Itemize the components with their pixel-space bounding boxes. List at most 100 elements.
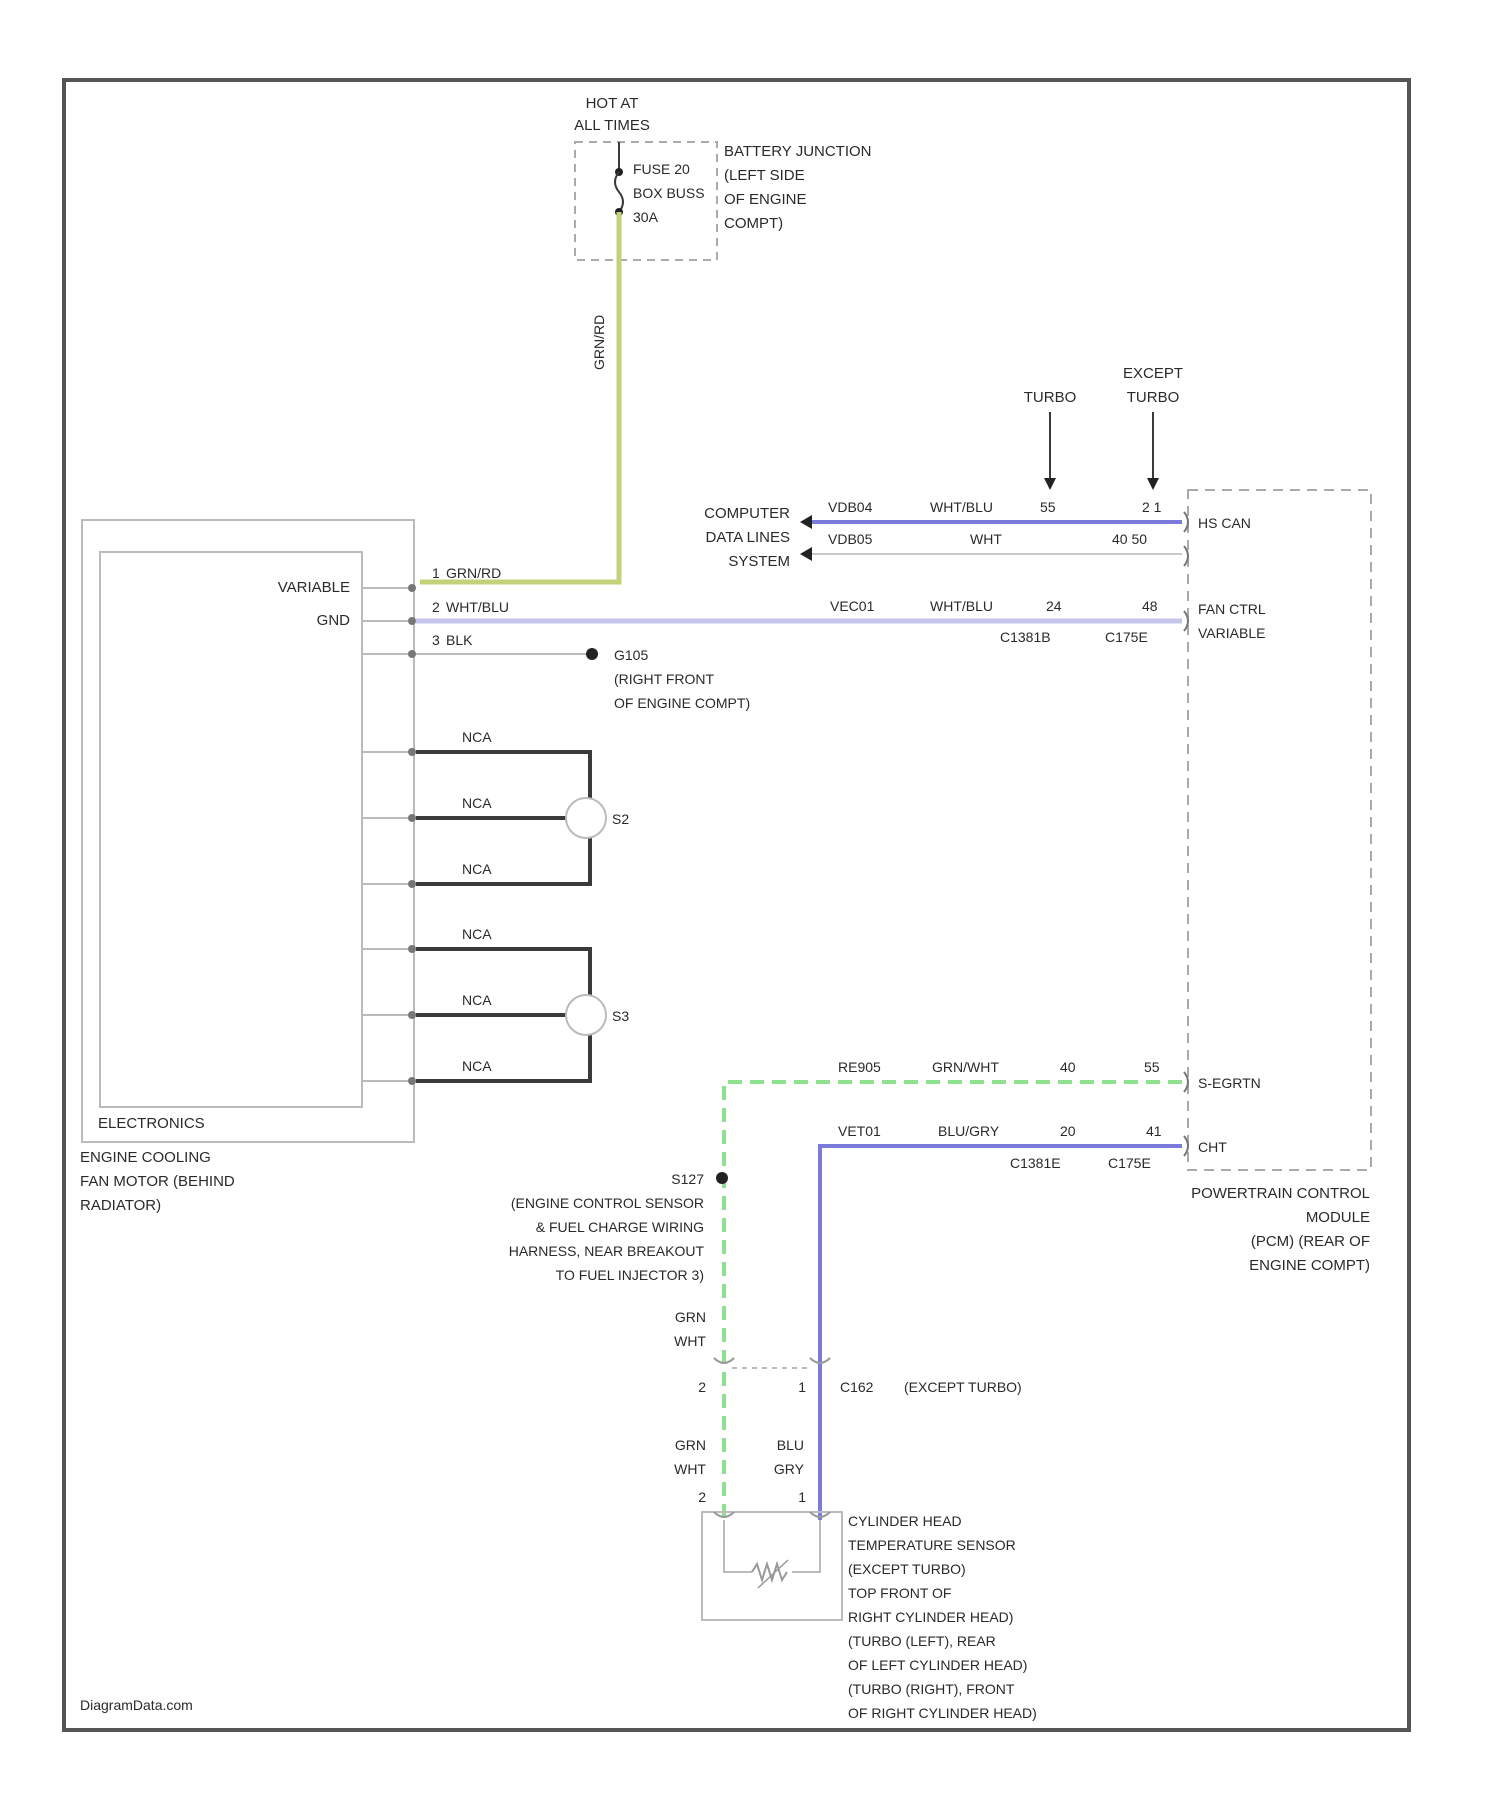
sig-rtn-circuit: RE905 xyxy=(838,1059,881,1075)
splice-s127-caption-1: (ENGINE CONTROL SENSOR xyxy=(511,1195,704,1211)
fan-ctrl-conn-a: C1381B xyxy=(1000,629,1051,645)
fuse-label-line3: 30A xyxy=(633,209,659,225)
sig-rtn-pin-b: 55 xyxy=(1144,1059,1160,1075)
ground-name: G105 xyxy=(614,647,648,663)
can-high-color: WHT/BLU xyxy=(930,499,993,515)
pcm-pin-fan-ctrl-1: FAN CTRL xyxy=(1198,601,1266,617)
fan-ctrl-conn-b: C175E xyxy=(1105,629,1148,645)
splice-s3-icon xyxy=(566,995,606,1035)
motor-pin2-number: 2 xyxy=(432,599,440,615)
nca-label-1: NCA xyxy=(462,729,492,745)
can-high-arrow-icon xyxy=(800,515,812,529)
hot-label-line1: HOT AT xyxy=(586,95,639,112)
nca-label-4: NCA xyxy=(462,926,492,942)
pcm-pin-sig-rtn: S-EGRTN xyxy=(1198,1075,1261,1091)
motor-pin3-number: 3 xyxy=(432,632,440,648)
motor-pin-nca-5 xyxy=(408,1011,416,1019)
nca-label-2: NCA xyxy=(462,795,492,811)
can-high-pin-except: 2 1 xyxy=(1142,499,1162,515)
ground-terminal-icon xyxy=(586,648,598,660)
sensor-caption-3: (EXCEPT TURBO) xyxy=(848,1561,966,1577)
cht-pin-b: 41 xyxy=(1146,1123,1162,1139)
fan-motor-electronics-box xyxy=(100,552,362,1107)
motor-pin-nca-4 xyxy=(408,945,416,953)
c162-note: (EXCEPT TURBO) xyxy=(904,1379,1022,1395)
motor-pin1-wire: GRN/RD xyxy=(446,565,501,581)
splice-s3-label: S3 xyxy=(612,1008,629,1024)
cht-pin-a: 20 xyxy=(1060,1123,1076,1139)
motor-pin-nca-2 xyxy=(408,814,416,822)
pcm-pin-hscan: HS CAN xyxy=(1198,515,1251,531)
sensor-pin-right: 1 xyxy=(798,1489,806,1505)
battery-junction-line1: BATTERY JUNCTION xyxy=(724,143,872,160)
fuse-label-line1: FUSE 20 xyxy=(633,161,690,177)
battery-junction-line2: (LEFT SIDE xyxy=(724,167,805,184)
turbo-arrow-icon xyxy=(1044,478,1056,490)
sensor-pin-left: 2 xyxy=(698,1489,706,1505)
can-low-color: WHT xyxy=(970,531,1002,547)
motor-pin2-wire: WHT/BLU xyxy=(446,599,509,615)
sensor-caption-8: (TURBO (RIGHT), FRONT xyxy=(848,1681,1015,1697)
c162-pin-left: 2 xyxy=(698,1379,706,1395)
fan-ctrl-pin-b: 48 xyxy=(1142,598,1158,614)
c162-pin-right: 1 xyxy=(798,1379,806,1395)
sensor-wire-right-2: GRY xyxy=(774,1461,805,1477)
feed-wire-color: GRN/RD xyxy=(591,315,607,370)
sig-rtn-pin-a: 40 xyxy=(1060,1059,1076,1075)
nca-label-6: NCA xyxy=(462,1058,492,1074)
motor-pin1-number: 1 xyxy=(432,565,440,581)
except-turbo-arrow-icon xyxy=(1147,478,1159,490)
electronics-label: ELECTRONICS xyxy=(98,1115,205,1132)
except-turbo-line2: TURBO xyxy=(1127,389,1180,406)
sensor-caption-7: OF LEFT CYLINDER HEAD) xyxy=(848,1657,1027,1673)
sensor-caption-2: TEMPERATURE SENSOR xyxy=(848,1537,1016,1553)
ground-location-2: OF ENGINE COMPT) xyxy=(614,695,750,711)
battery-junction-line4: COMPT) xyxy=(724,215,783,232)
pcm-caption-line3: (PCM) (REAR OF xyxy=(1251,1233,1370,1250)
pcm-caption-line4: ENGINE COMPT) xyxy=(1249,1257,1370,1274)
c162-label: C162 xyxy=(840,1379,874,1395)
cht-conn-b: C175E xyxy=(1108,1155,1151,1171)
fan-motor-outer-box xyxy=(82,520,414,1142)
can-low-arrow-icon xyxy=(800,547,812,561)
sensor-caption-6: (TURBO (LEFT), REAR xyxy=(848,1633,996,1649)
sensor-caption-5: RIGHT CYLINDER HEAD) xyxy=(848,1609,1013,1625)
sensor-wire-right-1: BLU xyxy=(777,1437,804,1453)
can-bus-section: COMPUTER DATA LINES SYSTEM VDB04 WHT/BLU… xyxy=(704,499,1251,570)
nca-label-3: NCA xyxy=(462,861,492,877)
can-high-circuit: VDB04 xyxy=(828,499,873,515)
fan-motor-caption-2: FAN MOTOR (BEHIND xyxy=(80,1173,235,1190)
sensor-wire-left-2: WHT xyxy=(674,1461,706,1477)
cht-color: BLU/GRY xyxy=(938,1123,1000,1139)
nca-label-5: NCA xyxy=(462,992,492,1008)
splice-s127-icon xyxy=(716,1172,728,1184)
pcm-pin-cht: CHT xyxy=(1198,1139,1227,1155)
sensor-wire-left-1: GRN xyxy=(675,1437,706,1453)
wire-feed-grn-rd xyxy=(420,212,619,582)
hot-label-line2: ALL TIMES xyxy=(574,117,650,134)
splice-s127-label: S127 xyxy=(671,1171,704,1187)
diagram-frame xyxy=(64,80,1409,1730)
splice-s2-label: S2 xyxy=(612,811,629,827)
motor-pin3-wire: BLK xyxy=(446,632,473,648)
splice-s127-caption-2: & FUEL CHARGE WIRING xyxy=(536,1219,704,1235)
splice-s127-caption-3: HARNESS, NEAR BREAKOUT xyxy=(509,1243,705,1259)
sensor-caption-4: TOP FRONT OF xyxy=(848,1585,951,1601)
turbo-label: TURBO xyxy=(1024,389,1077,406)
fan-ctrl-circuit: VEC01 xyxy=(830,598,875,614)
motor-pin-nca-3 xyxy=(408,880,416,888)
motor-pin-3 xyxy=(408,650,416,658)
cht-circuit: VET01 xyxy=(838,1123,881,1139)
motor-pin-2 xyxy=(408,617,416,625)
engine-cooling-fan-motor: VARIABLE GND ELECTRONICS ENGINE COOLING … xyxy=(80,520,416,1214)
fan-motor-caption-1: ENGINE COOLING xyxy=(80,1149,211,1166)
pcm-captions: POWERTRAIN CONTROL MODULE (PCM) (REAR OF… xyxy=(1191,1185,1370,1274)
c162-wire-left-2: WHT xyxy=(674,1333,706,1349)
motor-pin-nca-1 xyxy=(408,748,416,756)
can-low-circuit: VDB05 xyxy=(828,531,873,547)
data-lines-label-1: COMPUTER xyxy=(704,505,790,522)
fan-motor-caption-3: RADIATOR) xyxy=(80,1197,161,1214)
motor-pin-nca-6 xyxy=(408,1077,416,1085)
fan-ctrl-color: WHT/BLU xyxy=(930,598,993,614)
pcm-pin-fan-ctrl-2: VARIABLE xyxy=(1198,625,1265,641)
